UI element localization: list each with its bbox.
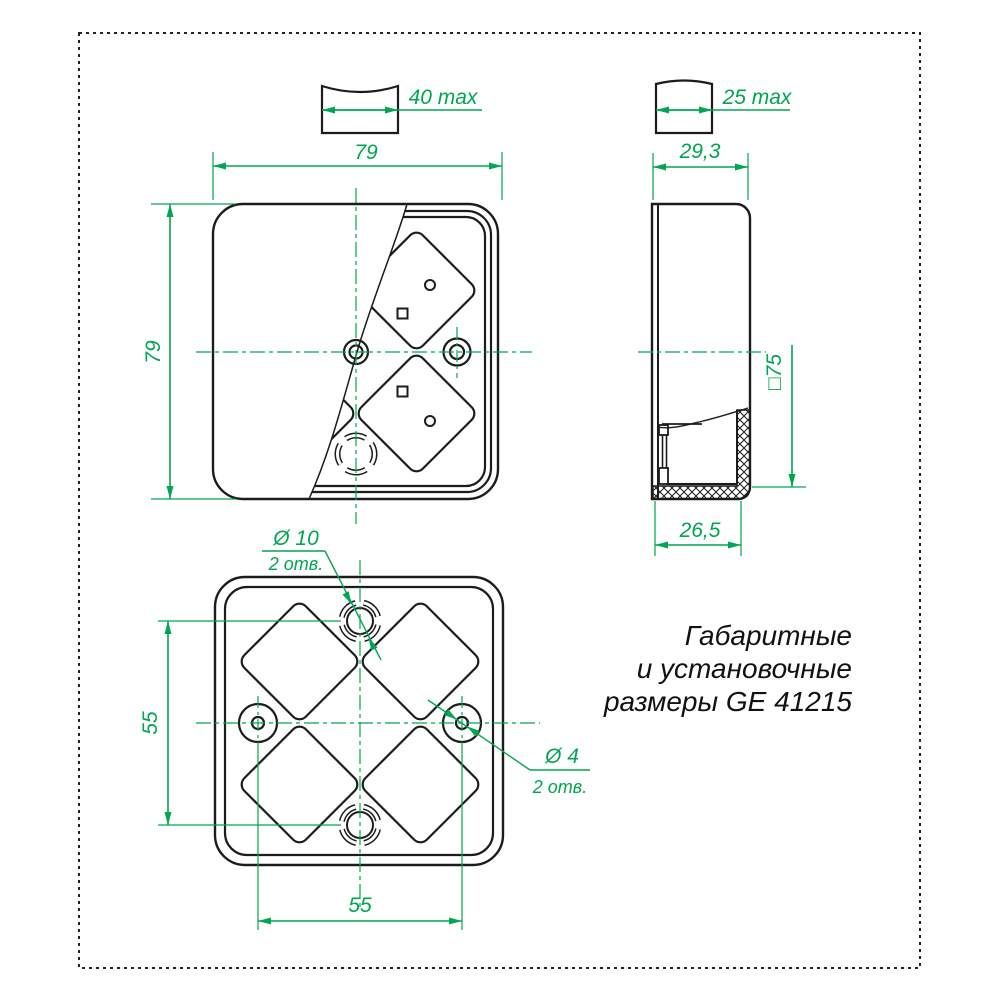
dim-79-left: 79 bbox=[142, 340, 165, 364]
front-small-square-bottom bbox=[396, 385, 409, 398]
callout-hole: Ø 4 2 отв. bbox=[427, 699, 590, 797]
dim-55-bottom: 55 bbox=[348, 894, 372, 917]
dim-side-depth: 26,5 bbox=[654, 501, 742, 556]
dim-29-3: 29,3 bbox=[679, 140, 721, 163]
drawing-title: Габаритные и установочные размеры GE 412… bbox=[603, 620, 852, 717]
rear-diamond-tl bbox=[240, 602, 359, 721]
label-knockout-dia: Ø 10 bbox=[272, 527, 319, 550]
rear-diamond-tr bbox=[361, 602, 480, 721]
title-line-1: Габаритные bbox=[685, 620, 852, 651]
clip-section-front: 40 max bbox=[320, 84, 482, 135]
front-small-square-top bbox=[396, 307, 409, 320]
dim-40max: 40 max bbox=[409, 86, 479, 109]
front-break-line bbox=[308, 203, 408, 500]
front-small-hole-top bbox=[424, 279, 436, 291]
leader-arrow bbox=[444, 709, 457, 720]
dim-79-top: 79 bbox=[354, 141, 378, 164]
label-hole-qty: 2 отв. bbox=[532, 777, 587, 797]
side-section-hatch bbox=[652, 409, 751, 500]
callout-knockout: Ø 10 2 отв. bbox=[262, 527, 382, 661]
dim-side-width: 29,3 bbox=[652, 140, 749, 200]
dim-mount-vertical: 55 bbox=[139, 620, 341, 826]
rear-inner-rim bbox=[223, 585, 495, 857]
dim-25max: 25 max bbox=[722, 86, 793, 109]
dim-side-square75: □75 bbox=[752, 345, 806, 488]
dim-55-left: 55 bbox=[139, 711, 162, 735]
leader-arrow bbox=[368, 637, 378, 651]
dim-front-width: 79 bbox=[212, 141, 503, 200]
leader-arrow bbox=[467, 726, 480, 737]
dim-front-height: 79 bbox=[142, 203, 235, 500]
dotted-border bbox=[78, 32, 921, 969]
dim-26-5: 26,5 bbox=[679, 519, 721, 542]
leader-arrow bbox=[342, 591, 352, 605]
rear-diamond-br bbox=[361, 725, 480, 844]
front-small-hole-bottom bbox=[424, 415, 436, 427]
side-latch-top bbox=[658, 424, 669, 436]
rear-diamond-bl bbox=[240, 725, 359, 844]
rear-outer-body bbox=[213, 575, 505, 867]
dim-square75: □75 bbox=[763, 354, 786, 390]
side-latch-bottom bbox=[658, 467, 669, 485]
label-hole-dia: Ø 4 bbox=[544, 745, 579, 768]
label-knockout-qty: 2 отв. bbox=[268, 554, 323, 574]
dim-mount-horizontal: 55 bbox=[257, 754, 463, 930]
front-diamond-br bbox=[357, 354, 476, 473]
rear-view bbox=[213, 575, 505, 867]
title-line-2: и установочные bbox=[637, 653, 852, 684]
clip-section-side: 25 max bbox=[654, 79, 793, 135]
title-line-3: размеры GE 41215 bbox=[603, 686, 852, 717]
